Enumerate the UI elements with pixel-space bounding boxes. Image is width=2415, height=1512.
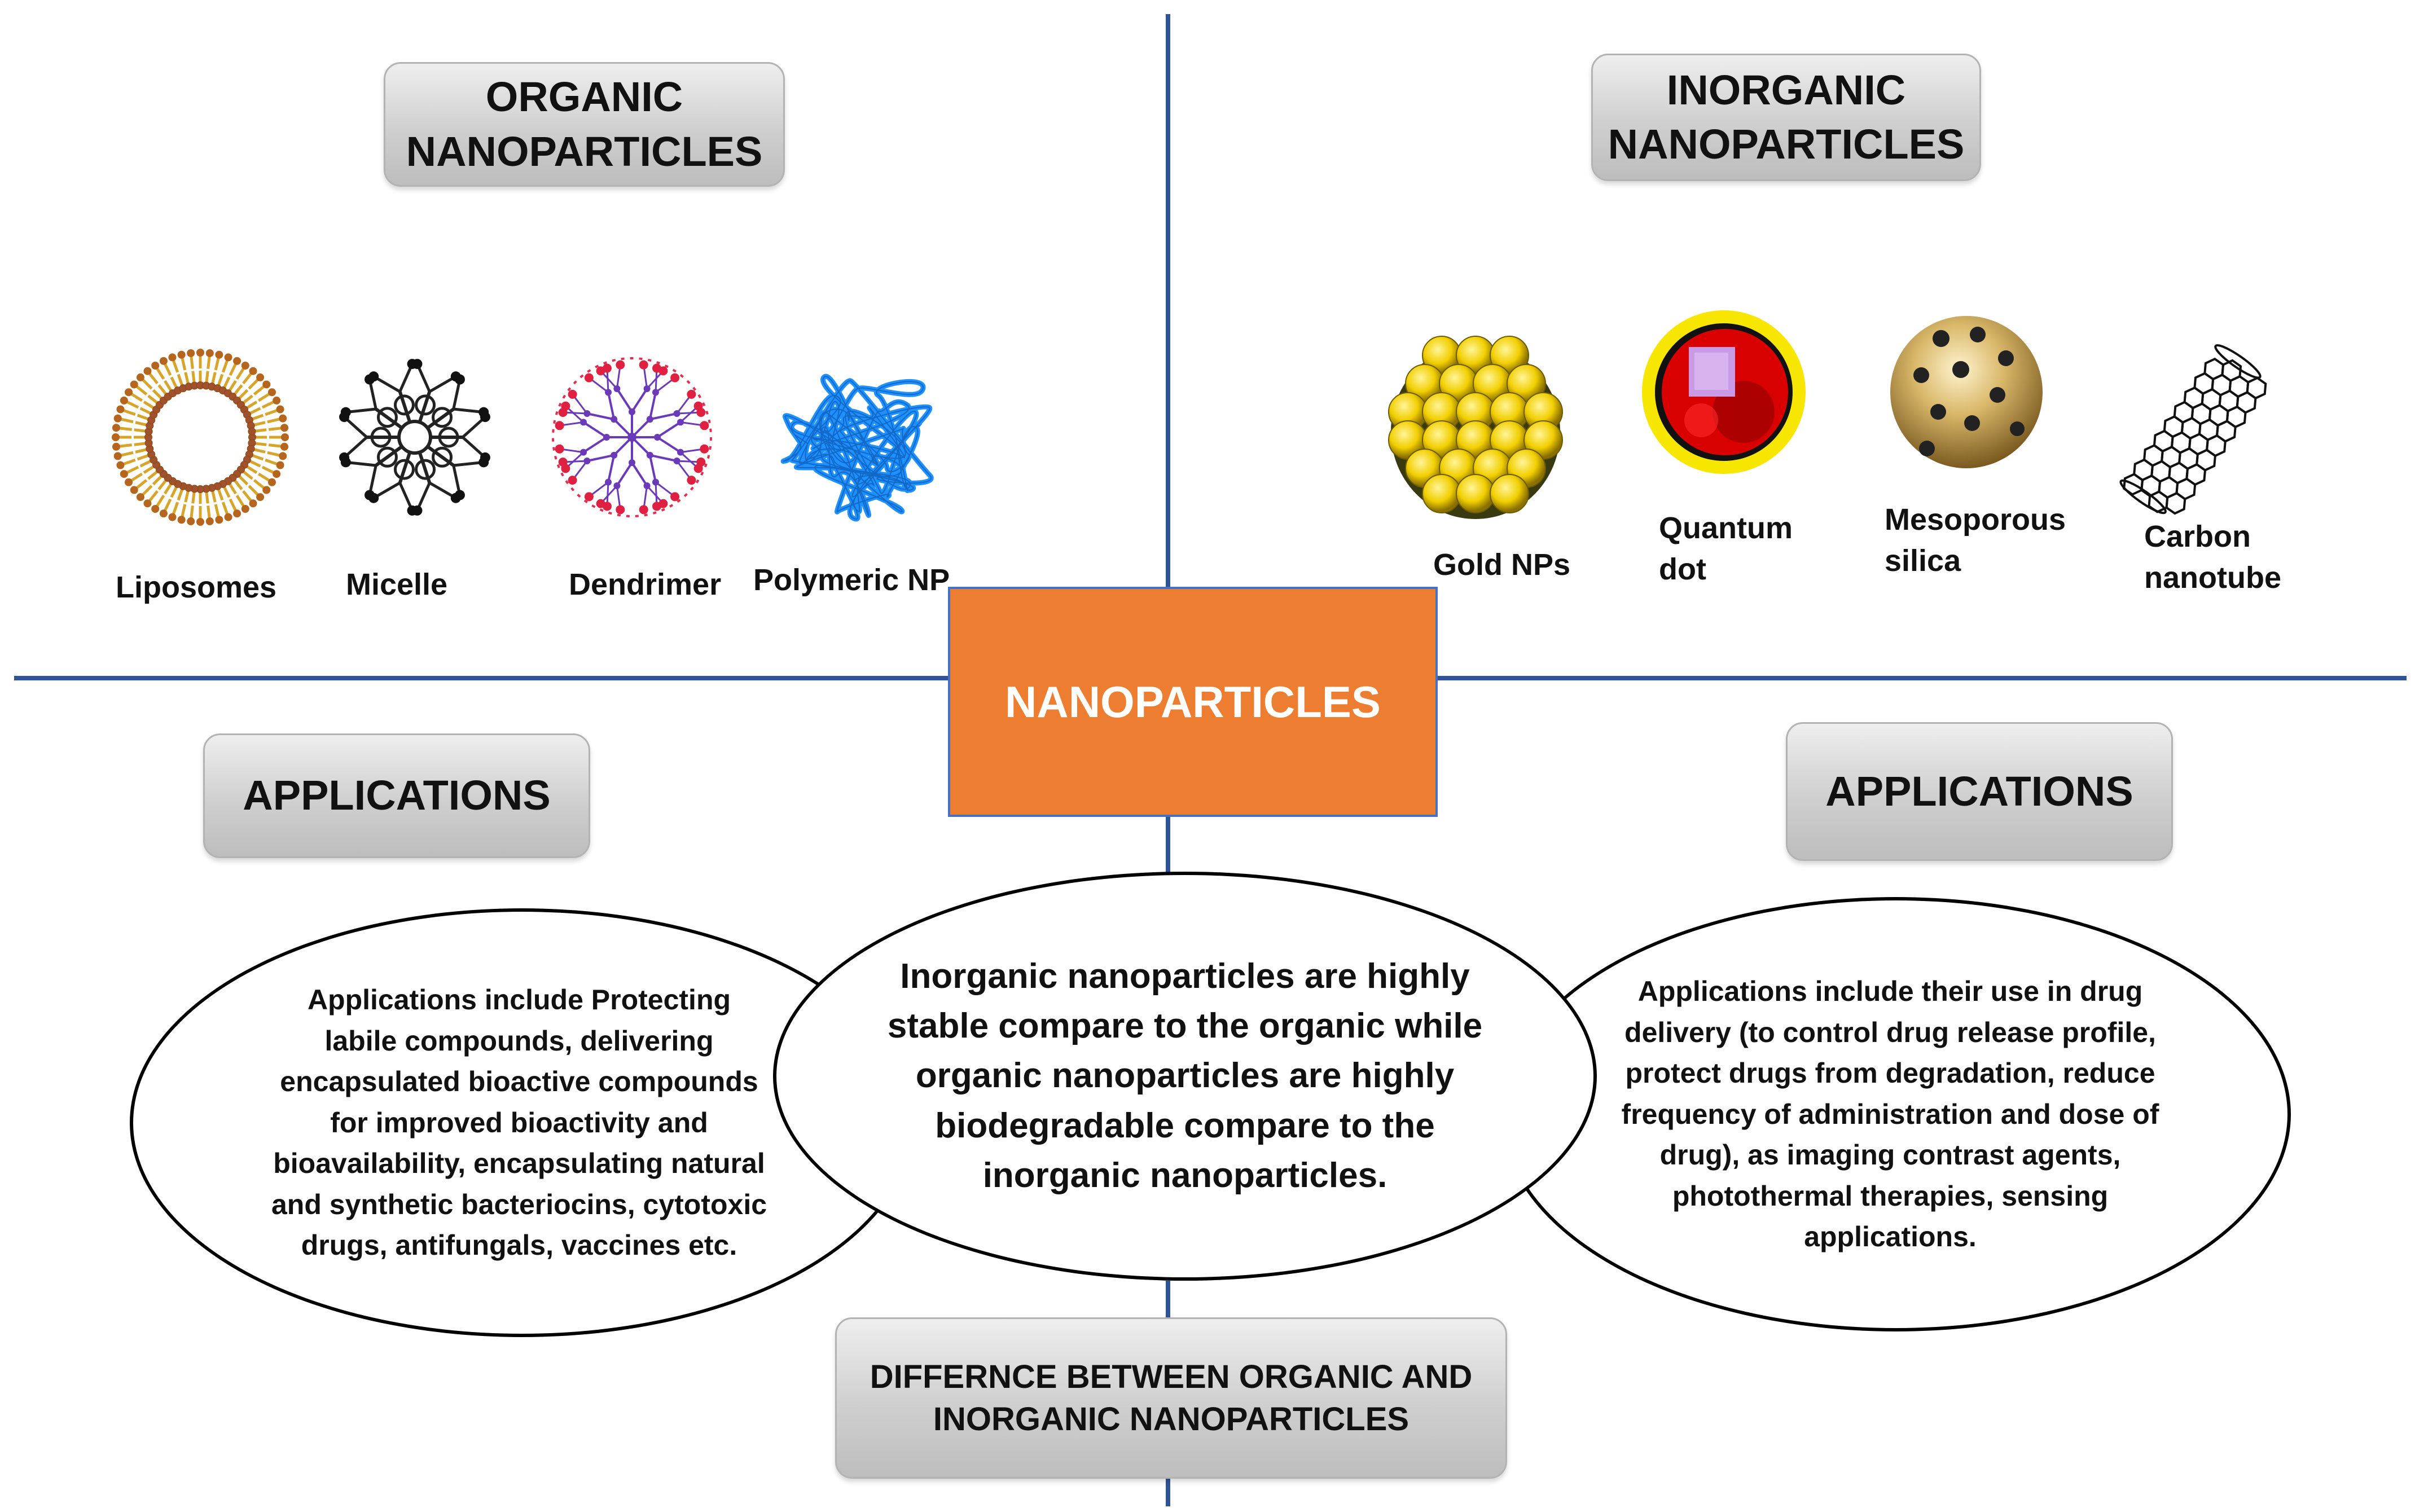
gold-nps-label: Gold NPs — [1433, 548, 1571, 582]
inorganic-title-box: INORGANIC NANOPARTICLES — [1591, 54, 1981, 181]
right-applications-text: Applications include their use in drug d… — [1621, 975, 2159, 1253]
horizontal-axis-right — [1433, 676, 2407, 680]
vertical-axis-middle — [1166, 812, 1170, 874]
mesoporous-silica-icon — [1890, 316, 2043, 468]
polymeric-np-icon — [780, 373, 934, 522]
liposomes-label: Liposomes — [116, 570, 277, 604]
left-applications-title-box: APPLICATIONS — [203, 733, 590, 858]
difference-ellipse: Inorganic nanoparticles are highly stabl… — [773, 872, 1597, 1281]
quantum-dot-icon — [1642, 310, 1806, 474]
mesoporous-silica-label: Mesoporous silica — [1885, 503, 2066, 578]
right-applications-ellipse: Applications include their use in drug d… — [1501, 897, 2291, 1331]
carbon-nanotube-icon — [2119, 344, 2267, 515]
difference-text: Inorganic nanoparticles are highly stabl… — [887, 957, 1483, 1195]
vertical-axis-top — [1166, 14, 1170, 587]
micelle-icon — [339, 359, 490, 516]
left-applications-ellipse: Applications include Protecting labile c… — [130, 908, 914, 1337]
carbon-nanotube-label: Carbon nanotube — [2144, 520, 2281, 595]
micelle-label: Micelle — [346, 568, 448, 601]
difference-title-box: DIFFERNCE BETWEEN ORGANIC AND INORGANIC … — [835, 1317, 1507, 1479]
nanoparticles-center-box: NANOPARTICLES — [948, 587, 1438, 817]
dendrimer-icon — [552, 357, 712, 517]
organic-title-box: ORGANIC NANOPARTICLES — [384, 62, 785, 187]
quantum-dot-label: Quantum dot — [1659, 511, 1793, 586]
liposome-icon — [112, 349, 289, 526]
dendrimer-label: Dendrimer — [569, 568, 722, 601]
left-applications-text: Applications include Protecting labile c… — [271, 984, 767, 1262]
gold-np-icon — [1388, 336, 1563, 519]
polymeric-np-label: Polymeric NP — [753, 563, 950, 597]
right-applications-title-box: APPLICATIONS — [1786, 722, 2173, 861]
horizontal-axis-left — [14, 676, 948, 680]
